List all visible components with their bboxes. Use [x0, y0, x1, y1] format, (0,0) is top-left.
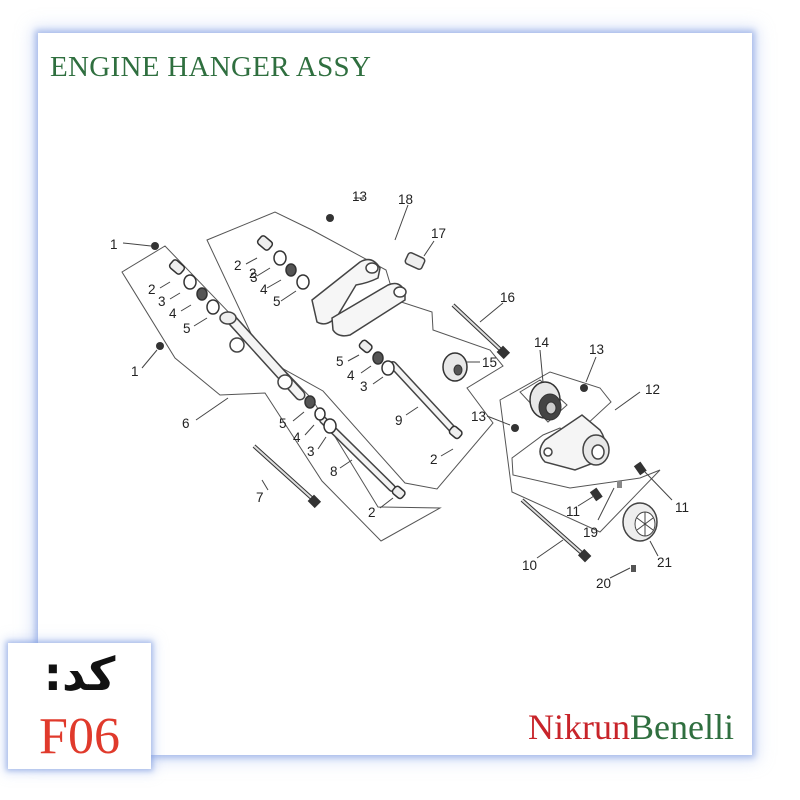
damper-15	[442, 352, 468, 382]
callout-label: 16	[500, 290, 515, 305]
bolt-7	[252, 444, 322, 509]
callout-label: 3	[158, 294, 166, 309]
cover-21	[622, 502, 658, 542]
callout-label: 4	[347, 368, 355, 383]
bolt-16	[451, 303, 511, 360]
callout-label: 4	[293, 430, 301, 445]
callout-label: 1	[110, 237, 118, 252]
callout-label: 2	[430, 452, 438, 467]
callout-label: 3	[307, 444, 315, 459]
callout-label: 6	[182, 416, 190, 431]
callout-label: 17	[431, 226, 446, 241]
callout-label: 4	[169, 306, 177, 321]
callout-label: 7	[256, 490, 264, 505]
code-value: F06	[39, 708, 120, 765]
callout-label: 13	[589, 342, 604, 357]
callout-label: 18	[398, 192, 413, 207]
nuts	[151, 214, 647, 572]
callout-label: 2	[148, 282, 156, 297]
leader-lines	[122, 197, 673, 579]
callout-label: 5	[336, 354, 344, 369]
callout-label: 5	[183, 321, 191, 336]
bracket-12	[539, 414, 610, 471]
callout-label: 11	[566, 504, 580, 519]
bolt-10	[520, 498, 592, 563]
callout-label: 20	[596, 576, 611, 591]
callout-labels: 1 1 2 2 2 2 2 3 3 3 3 4 4 4 4 5 5 5 5 6 …	[110, 189, 689, 591]
pipe-9	[389, 361, 459, 436]
group-outline-upper	[206, 211, 504, 490]
brand-name-part2: Benelli	[630, 707, 734, 747]
callout-label: 2	[368, 505, 376, 520]
callout-label: 14	[534, 335, 550, 350]
callout-label: 13	[471, 409, 486, 424]
callout-label: 11	[675, 500, 689, 515]
callout-label: 2	[249, 266, 257, 281]
washers-mid	[358, 339, 395, 376]
callout-label: 10	[522, 558, 537, 573]
callout-label: 2	[234, 258, 242, 273]
brand-name-part1: Nikrun	[528, 707, 631, 747]
exploded-parts-diagram: 1 1 2 2 2 2 2 3 3 3 3 4 4 4 4 5 5 5 5 6 …	[110, 189, 689, 591]
bushings-2	[391, 425, 463, 500]
callout-label: 19	[583, 525, 598, 540]
code-label: کد:	[43, 647, 116, 701]
product-code-box: کد: F06	[8, 643, 151, 769]
callout-label: 8	[330, 464, 338, 479]
callout-label: 3	[250, 270, 258, 285]
callout-label: 9	[395, 413, 403, 428]
callout-label: 12	[645, 382, 660, 397]
callout-label: 3	[360, 379, 368, 394]
diagram-card: ENGINE HANGER ASSY	[38, 33, 752, 755]
shaft-6	[219, 311, 306, 401]
callout-label: 1	[131, 364, 139, 379]
brand-logo: NikrunBenelli	[528, 709, 734, 745]
washers-top	[256, 235, 310, 290]
rubber-mount-14	[529, 381, 562, 421]
group-outline-right	[499, 371, 661, 533]
washers-left	[168, 259, 220, 315]
callout-label: 15	[482, 355, 497, 370]
washers-lower	[304, 395, 337, 434]
callout-label: 5	[279, 416, 287, 431]
callout-label: 13	[352, 189, 367, 204]
hanger-bracket-18	[311, 251, 426, 337]
callout-label: 4	[260, 282, 268, 297]
page-title: ENGINE HANGER ASSY	[50, 51, 372, 83]
callout-label: 21	[657, 555, 672, 570]
callout-label: 5	[273, 294, 281, 309]
